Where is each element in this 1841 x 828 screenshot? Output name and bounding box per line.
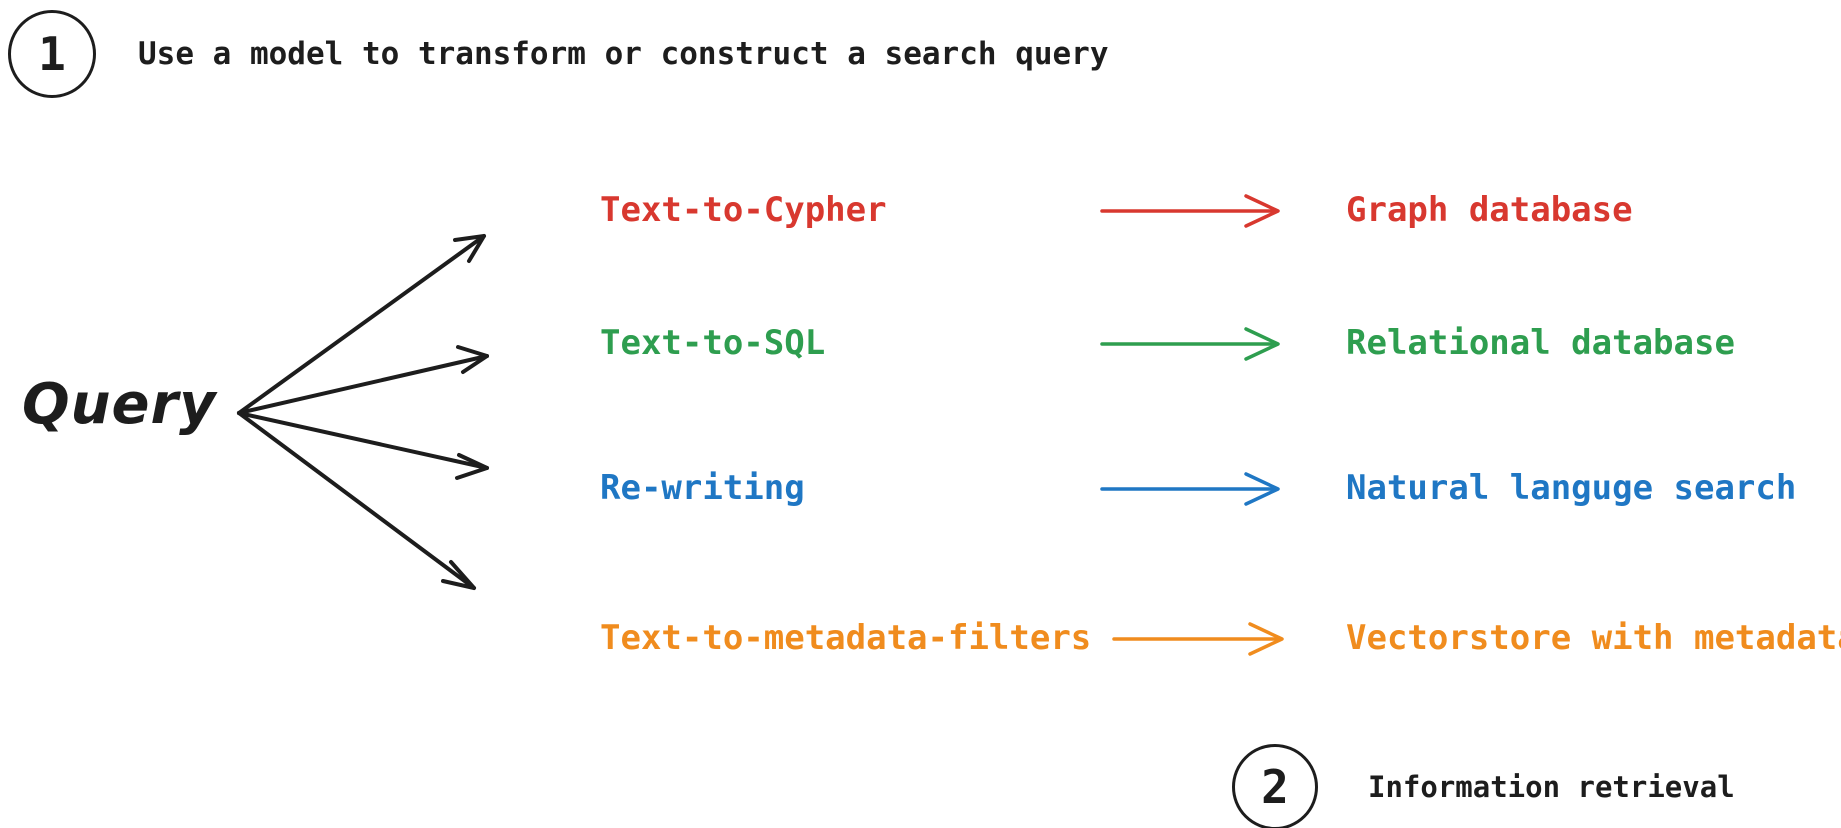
- step-1-badge-group: 1 Use a model to transform or construct …: [8, 10, 1109, 98]
- row-target-label[interactable]: Graph database: [1346, 190, 1633, 230]
- step-2-number: 2: [1261, 760, 1289, 814]
- step-2-badge-group: 2 Information retrieval: [1232, 744, 1735, 828]
- pipeline-row: Text-to-Cypher Graph database: [0, 182, 1841, 238]
- step-2-caption: Information retrieval: [1368, 770, 1735, 804]
- step-2-circle: 2: [1232, 744, 1318, 828]
- arrow-right-icon: [1100, 327, 1280, 361]
- pipeline-row: Text-to-metadata-filters Vectorstore wit…: [0, 610, 1841, 666]
- row-method-label[interactable]: Text-to-metadata-filters: [600, 618, 1092, 658]
- pipeline-row: Text-to-SQL Relational database: [0, 315, 1841, 371]
- row-method-label[interactable]: Re-writing: [600, 468, 805, 508]
- pipeline-row: Re-writing Natural languge search: [0, 460, 1841, 516]
- arrow-right-icon: [1100, 472, 1280, 506]
- query-source-label: Query: [22, 372, 217, 437]
- row-method-label[interactable]: Text-to-Cypher: [600, 190, 887, 230]
- row-method-label[interactable]: Text-to-SQL: [600, 323, 826, 363]
- row-target-label[interactable]: Natural languge search: [1346, 468, 1797, 508]
- row-target-label[interactable]: Vectorstore with metadata: [1346, 618, 1841, 658]
- row-target-label[interactable]: Relational database: [1346, 323, 1735, 363]
- arrow-right-icon: [1100, 194, 1280, 228]
- step-1-circle: 1: [8, 10, 96, 98]
- step-1-caption: Use a model to transform or construct a …: [138, 36, 1109, 72]
- step-1-number: 1: [38, 27, 66, 81]
- arrow-right-icon: [1112, 622, 1284, 656]
